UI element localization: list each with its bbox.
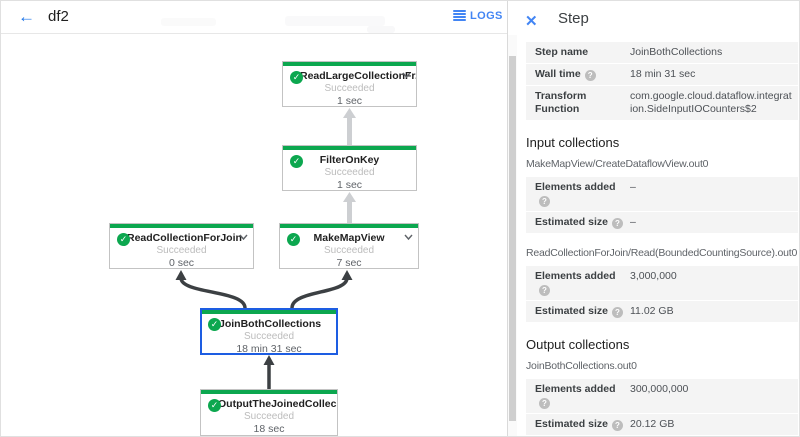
metric-row-elements-added: Elements added? 300,000,000 bbox=[526, 379, 798, 413]
metric-value: 20.12 GB bbox=[630, 418, 792, 431]
node-status-bar bbox=[110, 224, 253, 228]
section-output-collections: Output collections bbox=[526, 337, 798, 352]
detail-value: JoinBothCollections bbox=[630, 46, 792, 59]
panel-title: Step bbox=[558, 10, 589, 27]
node-status: Succeeded bbox=[283, 167, 416, 178]
step-node-joinbothcollections-selected[interactable]: ✓ JoinBothCollections Succeeded 18 min 3… bbox=[200, 308, 338, 355]
metric-row-estimated-size: Estimated size? 11.02 GB bbox=[526, 301, 798, 322]
detail-value: 18 min 31 sec bbox=[630, 68, 792, 81]
metric-label: Estimated size bbox=[535, 418, 608, 430]
metric-label: Elements added bbox=[535, 383, 616, 395]
metric-value: – bbox=[630, 216, 792, 229]
logs-button[interactable]: LOGS bbox=[453, 10, 503, 22]
detail-row-wall-time: Wall time? 18 min 31 sec bbox=[526, 64, 798, 85]
detail-value: com.google.cloud.dataflow.integration.Si… bbox=[630, 90, 792, 116]
job-header: ← df2 LOGS bbox=[1, 1, 507, 34]
detail-label: Step name bbox=[535, 46, 630, 59]
help-icon[interactable]: ? bbox=[539, 285, 550, 296]
success-check-icon: ✓ bbox=[287, 233, 300, 246]
panel-scrollbar[interactable] bbox=[508, 35, 517, 437]
close-icon[interactable]: ✕ bbox=[525, 12, 538, 30]
success-check-icon: ✓ bbox=[208, 399, 221, 412]
node-time: 1 sec bbox=[283, 95, 416, 107]
step-node-readlargecollection[interactable]: ✓ ReadLargeCollectionFr... Succeeded 1 s… bbox=[282, 61, 417, 107]
step-node-readcollectionforjoin[interactable]: ✓ ReadCollectionForJoin Succeeded 0 sec bbox=[109, 223, 254, 269]
node-status-bar bbox=[202, 310, 336, 314]
success-check-icon: ✓ bbox=[290, 71, 303, 84]
logs-button-label: LOGS bbox=[470, 10, 503, 22]
metric-row-elements-added: Elements added? 3,000,000 bbox=[526, 266, 798, 300]
success-check-icon: ✓ bbox=[290, 155, 303, 168]
help-icon[interactable]: ? bbox=[585, 70, 596, 81]
node-status: Succeeded bbox=[110, 245, 253, 256]
detail-label: Transform Function bbox=[535, 90, 630, 116]
help-icon[interactable]: ? bbox=[612, 307, 623, 318]
metric-row-elements-added: Elements added? – bbox=[526, 177, 798, 211]
detail-row-step-name: Step name JoinBothCollections bbox=[526, 42, 798, 63]
node-status-bar bbox=[280, 224, 418, 228]
collection-name: JoinBothCollections.out0 bbox=[526, 360, 798, 372]
step-node-makemapview[interactable]: ✓ MakeMapView Succeeded 7 sec bbox=[279, 223, 419, 269]
pipeline-graph-canvas[interactable]: ✓ ReadLargeCollectionFr... Succeeded 1 s… bbox=[1, 34, 506, 437]
node-status: Succeeded bbox=[202, 331, 336, 342]
node-time: 7 sec bbox=[280, 257, 418, 269]
metric-label: Elements added bbox=[535, 270, 616, 282]
help-icon[interactable]: ? bbox=[539, 196, 550, 207]
metric-label: Elements added bbox=[535, 181, 616, 193]
help-icon[interactable]: ? bbox=[612, 420, 623, 431]
step-details-panel: ✕ Step Step name JoinBothCollections Wal… bbox=[507, 1, 800, 437]
help-icon[interactable]: ? bbox=[539, 398, 550, 409]
node-status-bar bbox=[283, 146, 416, 150]
step-node-outputthejoined[interactable]: ✓ OutputTheJoinedCollec... Succeeded 18 … bbox=[200, 389, 338, 436]
success-check-icon: ✓ bbox=[208, 318, 221, 331]
help-icon[interactable]: ? bbox=[612, 218, 623, 229]
node-time: 18 sec bbox=[201, 423, 337, 435]
panel-scrollbar-thumb[interactable] bbox=[509, 56, 516, 421]
metric-value: 300,000,000 bbox=[630, 383, 792, 409]
node-title: OutputTheJoinedCollec... bbox=[201, 398, 337, 410]
metric-label: Estimated size bbox=[535, 305, 608, 317]
node-title: JoinBothCollections bbox=[202, 318, 336, 330]
collection-name: MakeMapView/CreateDataflowView.out0 bbox=[526, 158, 798, 170]
chevron-down-icon[interactable] bbox=[402, 71, 411, 79]
job-title: df2 bbox=[48, 8, 69, 25]
step-node-filteronkey[interactable]: ✓ FilterOnKey Succeeded 1 sec bbox=[282, 145, 417, 191]
detail-label: Wall time bbox=[535, 68, 581, 80]
logs-list-icon bbox=[453, 10, 466, 22]
success-check-icon: ✓ bbox=[117, 233, 130, 246]
node-status: Succeeded bbox=[283, 83, 416, 94]
section-input-collections: Input collections bbox=[526, 135, 798, 150]
panel-content: Step name JoinBothCollections Wall time?… bbox=[526, 42, 798, 437]
metric-value: – bbox=[630, 181, 792, 207]
blurred-artifact bbox=[367, 26, 395, 33]
detail-row-transform-function: Transform Function com.google.cloud.data… bbox=[526, 86, 798, 120]
node-time: 0 sec bbox=[110, 257, 253, 269]
collection-name: ReadCollectionForJoin/Read(BoundedCounti… bbox=[526, 247, 798, 259]
back-arrow-icon[interactable]: ← bbox=[18, 6, 35, 28]
node-status: Succeeded bbox=[280, 245, 418, 256]
node-status: Succeeded bbox=[201, 411, 337, 422]
chevron-down-icon[interactable] bbox=[239, 233, 248, 241]
node-status-bar bbox=[283, 62, 416, 66]
node-title: ReadCollectionForJoin bbox=[110, 232, 253, 244]
node-status-bar bbox=[201, 390, 337, 394]
metric-value: 3,000,000 bbox=[630, 270, 792, 296]
blurred-artifact bbox=[285, 16, 385, 26]
metric-row-estimated-size: Estimated size? – bbox=[526, 212, 798, 233]
node-title: MakeMapView bbox=[280, 232, 418, 244]
node-time: 1 sec bbox=[283, 179, 416, 191]
node-time: 18 min 31 sec bbox=[202, 343, 336, 355]
chevron-down-icon[interactable] bbox=[404, 233, 413, 241]
metric-label: Estimated size bbox=[535, 216, 608, 228]
metric-row-estimated-size: Estimated size? 20.12 GB bbox=[526, 414, 798, 435]
metric-value: 11.02 GB bbox=[630, 305, 792, 318]
blurred-artifact bbox=[161, 18, 216, 26]
